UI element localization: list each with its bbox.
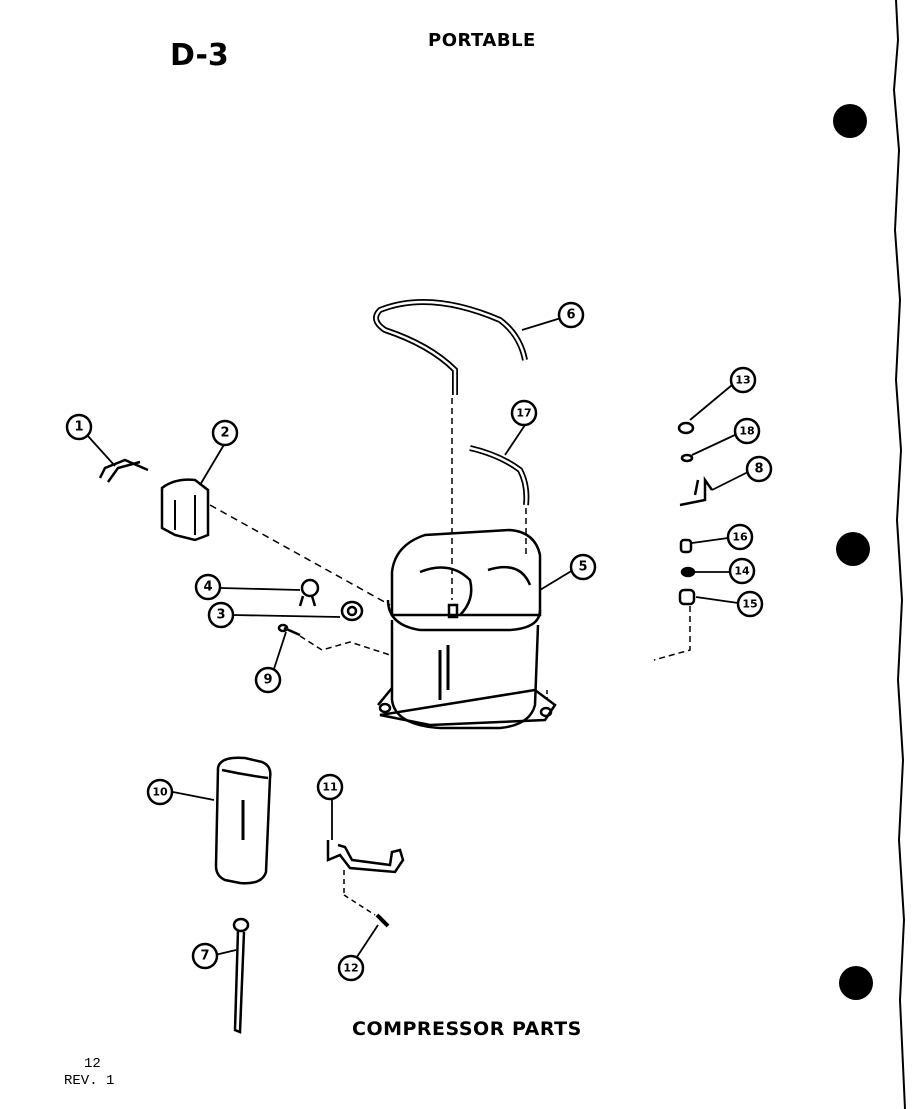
capacitor — [214, 756, 272, 885]
binder-hole-bottom — [839, 966, 873, 1000]
overload-protector — [298, 578, 320, 607]
callout-16: 16 — [732, 531, 748, 544]
callout-1: 1 — [74, 420, 83, 435]
callout-15: 15 — [742, 598, 757, 611]
revision-label: REV. 1 — [64, 1073, 115, 1089]
callout-6-tube: 6 — [566, 308, 575, 323]
page-number: 12 — [84, 1056, 101, 1072]
callout-7: 7 — [200, 949, 209, 964]
callout-8: 8 — [754, 462, 763, 477]
callout-14: 14 — [734, 565, 750, 578]
screw-9 — [277, 623, 301, 637]
callout-17: 17 — [516, 407, 531, 420]
callout-leaders — [86, 317, 749, 967]
binder-hole-middle — [836, 532, 870, 566]
screw-12 — [375, 913, 390, 928]
callout-2: 2 — [220, 426, 229, 441]
compressor — [377, 528, 557, 730]
diagram-caption: COMPRESSOR PARTS — [352, 1018, 582, 1040]
binder-hole-top — [833, 104, 867, 138]
callout-11: 11 — [322, 781, 337, 794]
terminal-cover — [160, 478, 210, 542]
mounting-hardware-stack — [677, 421, 714, 606]
callout-5: 5 — [578, 560, 587, 575]
page-edge — [892, 0, 906, 1109]
callout-10: 10 — [152, 786, 168, 799]
section-code: D-3 — [170, 38, 229, 73]
capacitor-bracket — [326, 840, 405, 874]
relay — [340, 600, 364, 622]
clip-part — [98, 458, 149, 483]
callout-13: 13 — [735, 374, 750, 387]
callout-4: 4 — [203, 580, 212, 595]
discharge-tube — [373, 299, 528, 395]
callout-circles — [65, 301, 773, 982]
callout-9: 9 — [263, 673, 272, 688]
callout-18: 18 — [739, 425, 754, 438]
page-title: PORTABLE — [428, 30, 536, 51]
callout-3: 3 — [216, 608, 225, 623]
callout-12: 12 — [343, 962, 358, 975]
cable-tie — [232, 917, 250, 1034]
